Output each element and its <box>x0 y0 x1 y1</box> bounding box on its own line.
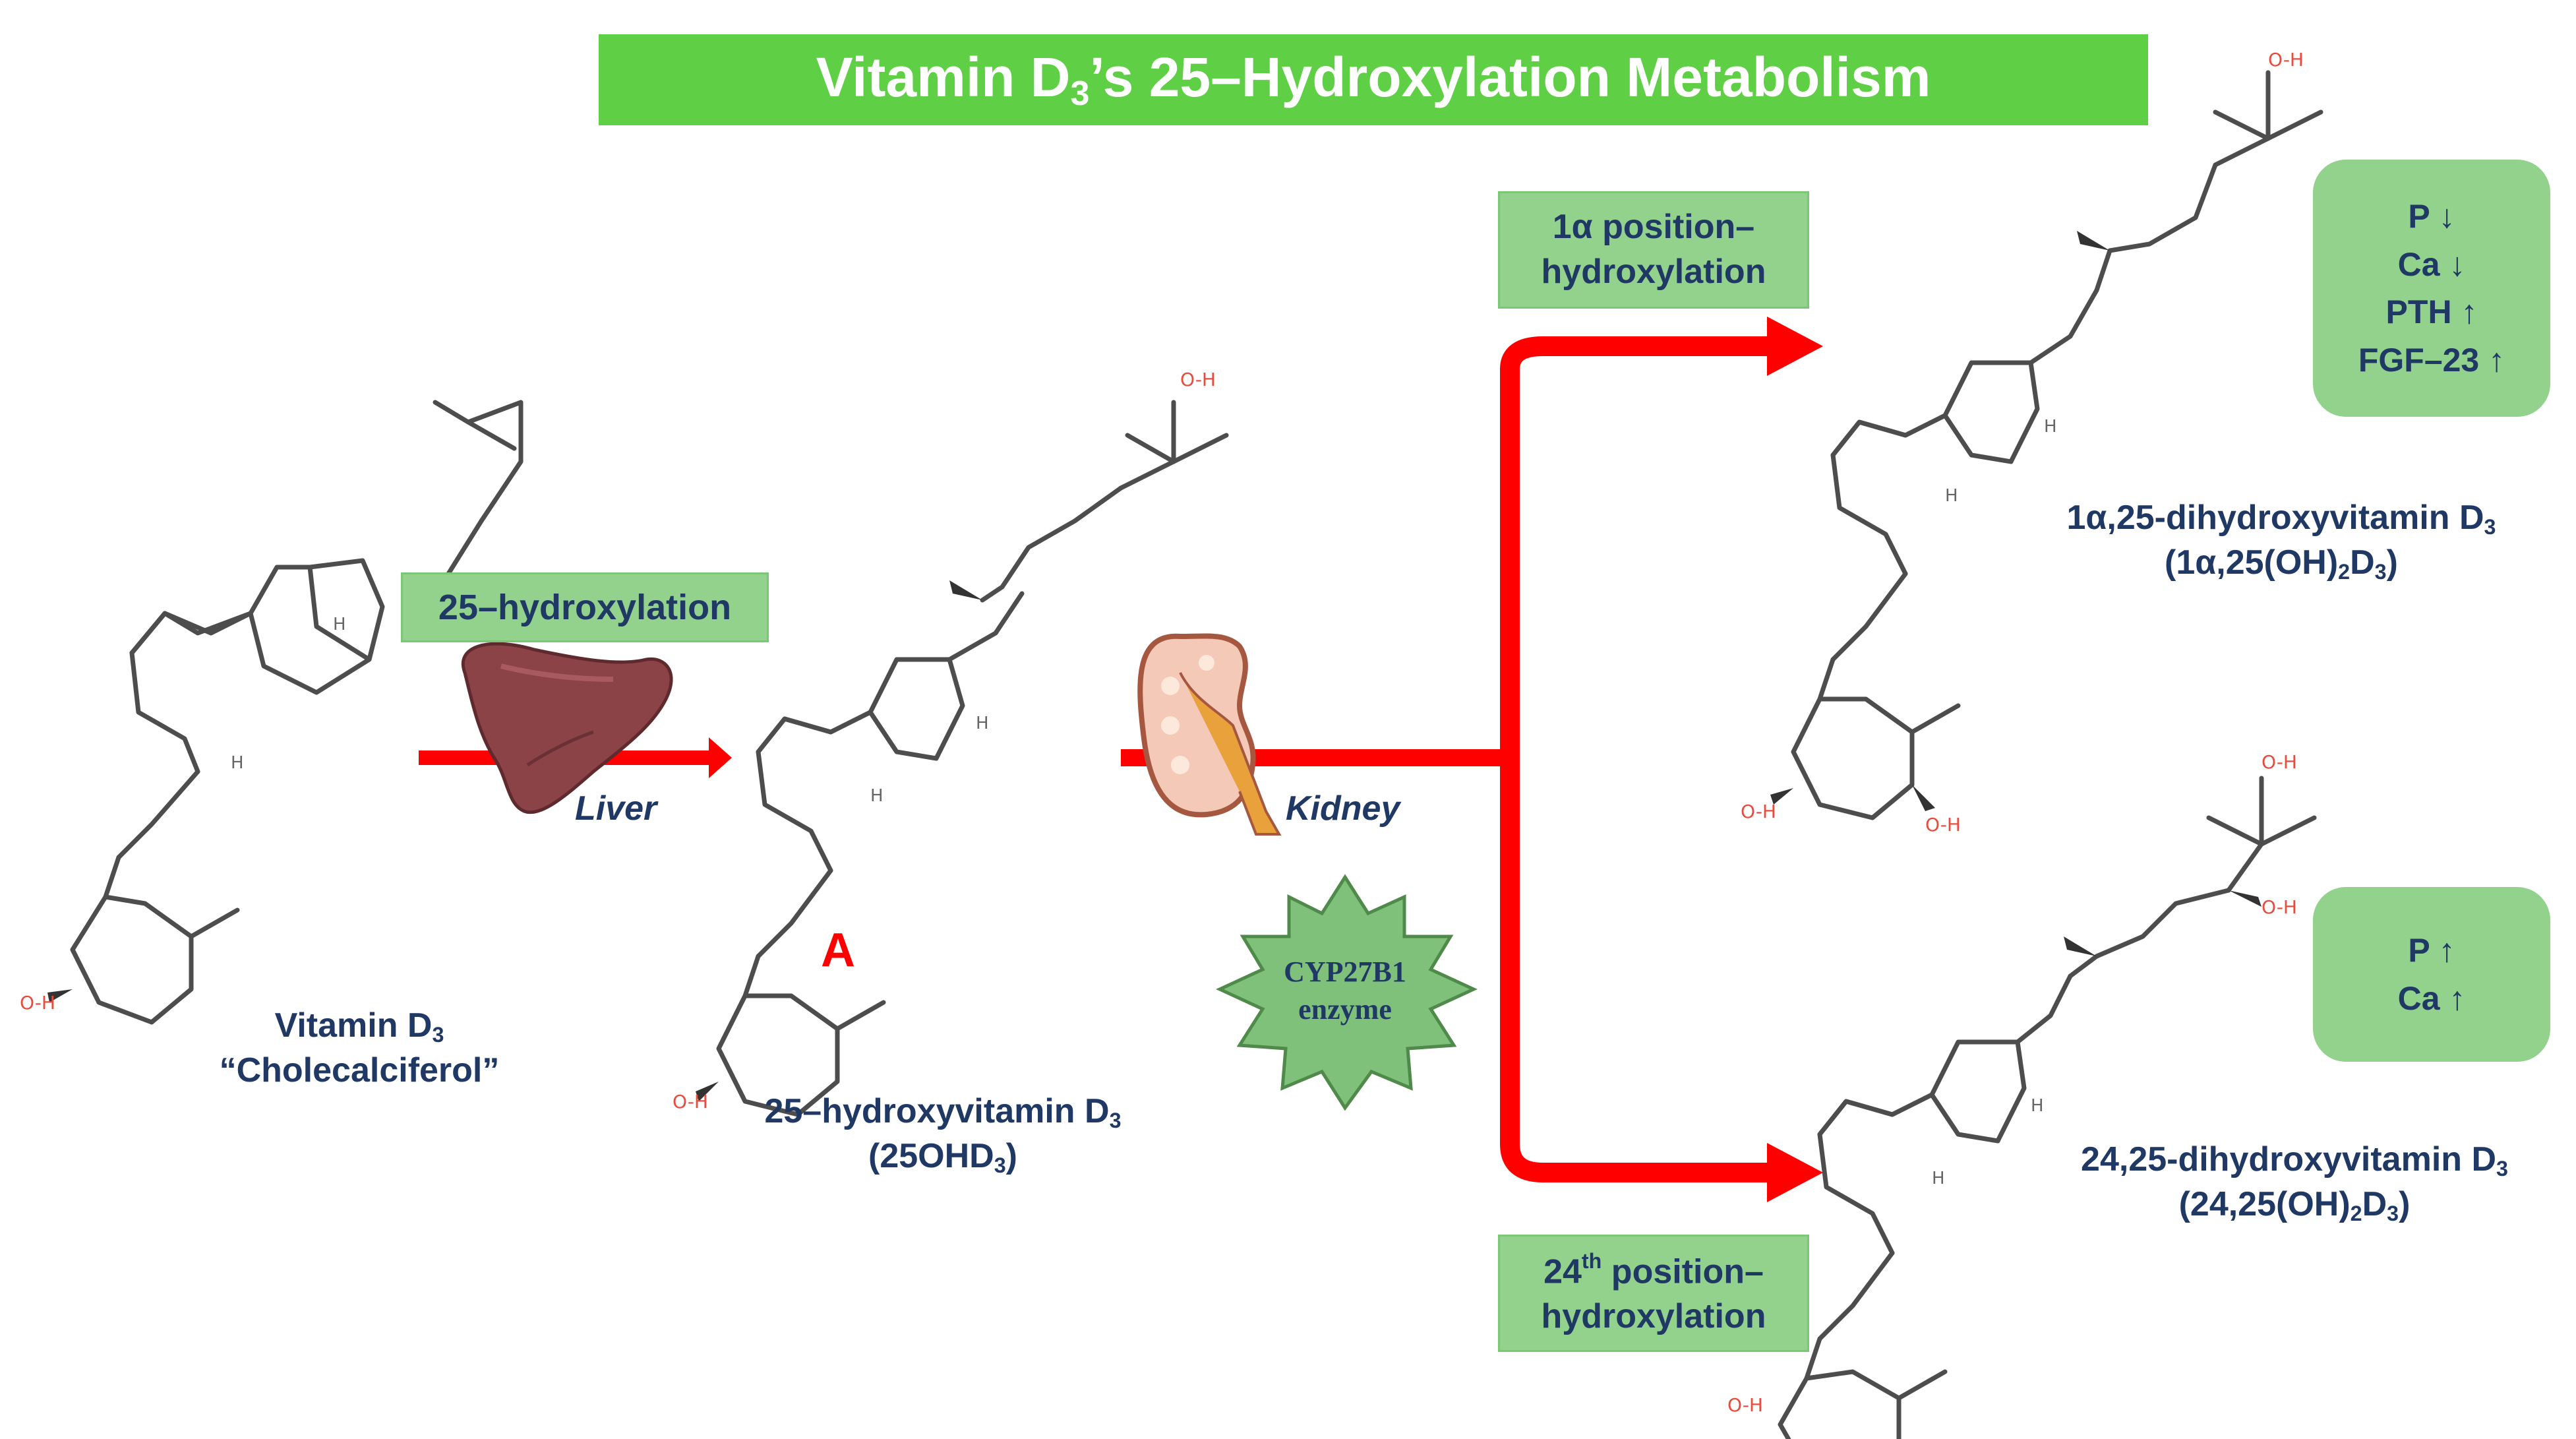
vitamin-d3-label: Vitamin D3 “Cholecalciferol” <box>219 1006 500 1090</box>
ring-a-label: A <box>821 924 855 977</box>
effect-item: Ca ↓ <box>2397 245 2466 283</box>
25ohd3-label: 25–hydroxyvitamin D3 (25OHD3) <box>764 1092 1122 1178</box>
liver-icon <box>462 642 673 814</box>
vitamin-d3-structure: O-H H H <box>20 400 524 1025</box>
kidney-label: Kidney <box>1286 789 1400 828</box>
2425-dihydroxy-structure: O-H O-H O-H H H <box>1727 751 2317 1439</box>
2425-oh-label-ring: O-H <box>1727 1394 1763 1416</box>
step-25-hydroxylation: 25–hydroxylation <box>401 572 769 642</box>
enzyme-starburst <box>1216 874 1478 1111</box>
calcitriol-h-label-1: H <box>2044 417 2057 437</box>
2425-dihydroxy-label: 24,25-dihydroxyvitamin D3 (24,25(OH)2D3) <box>2081 1140 2508 1226</box>
vitd3-oh-label: O-H <box>20 992 55 1014</box>
calcitriol-oh-label-ring: O-H <box>1741 801 1776 822</box>
title-banner: Vitamin D3’s 25–Hydroxylation Metabolism <box>599 34 2148 125</box>
calcitriol-structure: O-H O-H O-H H H <box>1741 49 2323 836</box>
vitd3-h-label-2: H <box>231 753 244 773</box>
calcitriol-oh-label-chain: O-H <box>2268 49 2304 71</box>
25ohd3-oh-label-ring: O-H <box>673 1091 708 1113</box>
2425-h-label-2: H <box>1932 1169 1945 1188</box>
liver-label: Liver <box>575 789 657 828</box>
step-24th-hydroxylation: 24th position– hydroxylation <box>1498 1235 1809 1352</box>
calcitriol-effects: P ↓ Ca ↓ PTH ↑ FGF–23 ↑ <box>2313 160 2550 417</box>
calcitriol-h-label-2: H <box>1945 486 1958 506</box>
page-title: Vitamin D3’s 25–Hydroxylation Metabolism <box>816 46 1931 113</box>
2425-effects: P ↑ Ca ↑ <box>2313 887 2550 1062</box>
effect-item: Ca ↑ <box>2397 979 2466 1017</box>
2425-oh-label-25: O-H <box>2261 751 2297 773</box>
enzyme-label: CYP27B1 enzyme <box>1284 956 1406 1026</box>
25ohd3-structure: O-H O-H H H <box>673 369 1229 1117</box>
effect-item: PTH ↑ <box>2385 293 2478 330</box>
25ohd3-h-label-2: H <box>870 786 884 806</box>
effect-item: FGF–23 ↑ <box>2358 341 2505 379</box>
vitd3-h-label-1: H <box>333 615 346 634</box>
25ohd3-oh-label-chain: O-H <box>1180 369 1216 390</box>
2425-oh-label-24: O-H <box>2261 896 2297 918</box>
step-1alpha-hydroxylation: 1α position– hydroxylation <box>1498 191 1809 309</box>
2425-h-label-1: H <box>2031 1096 2044 1116</box>
calcitriol-label: 1α,25-dihydroxyvitamin D3 (1α,25(OH)2D3) <box>2066 499 2496 584</box>
effect-item: P ↑ <box>2408 932 2455 969</box>
25ohd3-h-label-1: H <box>976 714 989 733</box>
effect-item: P ↓ <box>2408 198 2455 235</box>
calcitriol-oh-label-1a: O-H <box>1925 814 1961 836</box>
kidney-icon <box>1137 633 1282 836</box>
